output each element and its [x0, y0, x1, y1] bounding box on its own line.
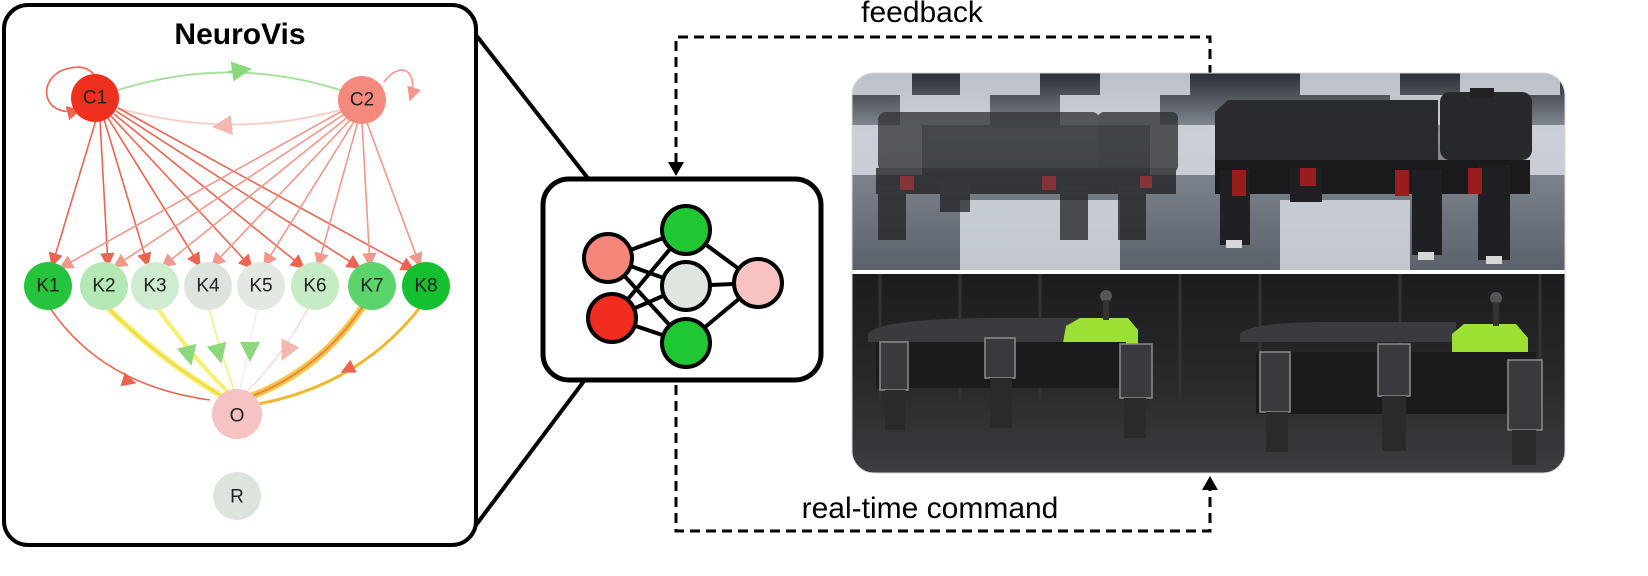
- network-icon: [582, 204, 784, 369]
- node-k3-label: K3: [143, 276, 166, 297]
- node-c1-label: C1: [83, 88, 107, 109]
- node-k8: [402, 262, 450, 310]
- feedback-label: feedback: [861, 0, 984, 29]
- command-label: real-time command: [802, 492, 1059, 525]
- node-c2: [338, 76, 386, 124]
- node-k6: [291, 262, 339, 310]
- node-r-label: R: [230, 487, 244, 508]
- command-arrowhead: [1202, 476, 1218, 490]
- node-k5-label: K5: [249, 276, 272, 297]
- real-robot-view: [852, 274, 1565, 473]
- node-r: [213, 472, 261, 520]
- node-k1: [24, 262, 72, 310]
- panel-title: NeuroVis: [174, 18, 305, 51]
- network-nodes: C1 C2 K1 K2 K3 K4 K5 K6 K7 K8 O R: [24, 74, 450, 520]
- node-c1: [71, 74, 119, 122]
- node-k4-label: K4: [196, 276, 220, 297]
- robot-photos: [852, 73, 1565, 473]
- feedback-arrowhead: [668, 162, 684, 176]
- node-k7-label: K7: [360, 276, 383, 297]
- command-loop: [674, 385, 1212, 533]
- feedback-loop: [674, 35, 1212, 166]
- node-k3: [131, 262, 179, 310]
- photo-frame: [851, 72, 1566, 474]
- node-k2-label: K2: [92, 276, 115, 297]
- node-k5: [237, 262, 285, 310]
- node-k7: [348, 262, 396, 310]
- c2-self-loop: [383, 69, 421, 102]
- network-edges: [45, 61, 424, 406]
- simulation-view: [852, 73, 1565, 270]
- node-c2-label: C2: [350, 90, 374, 111]
- node-k6-label: K6: [303, 276, 326, 297]
- node-k2: [80, 262, 128, 310]
- node-o: [212, 389, 262, 439]
- zoom-line-bottom: [474, 371, 592, 527]
- node-k4: [184, 262, 232, 310]
- zoom-line-top: [474, 33, 592, 183]
- node-k8-label: K8: [414, 276, 437, 297]
- node-o-label: O: [230, 406, 245, 427]
- node-k1-label: K1: [36, 276, 59, 297]
